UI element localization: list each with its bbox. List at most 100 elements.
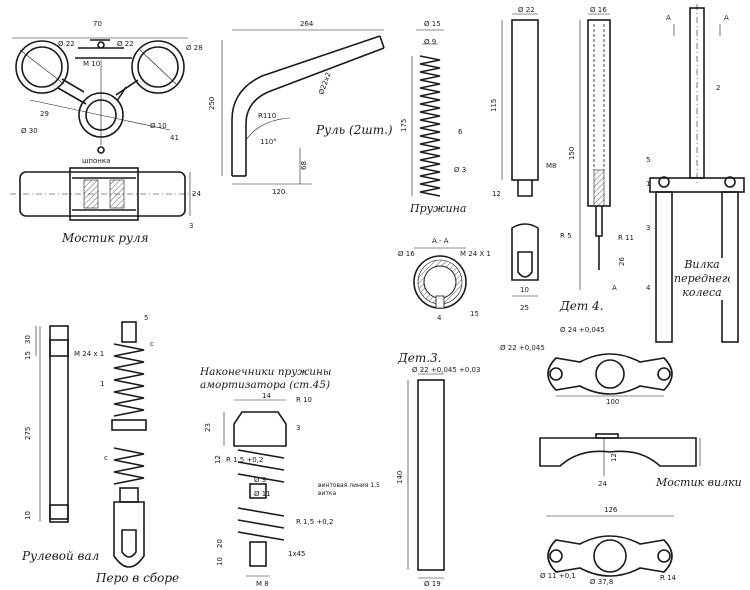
dim-126: 126: [604, 506, 618, 514]
dim-26: 26: [618, 257, 626, 266]
dim-r11: R 11: [618, 234, 634, 242]
dim-a: А: [612, 284, 617, 292]
fork-bridge-plan-drawing: [547, 353, 673, 397]
fork-leg-callout-c2: с: [104, 454, 108, 462]
dim-3: 3: [189, 222, 193, 230]
fork-leg-assembly-drawing: [111, 321, 147, 568]
dim-68: 68: [300, 161, 308, 170]
handlebar-bridge-side: [10, 167, 195, 221]
dim-24: 24: [192, 190, 201, 198]
dim-6: 6: [458, 128, 463, 136]
title-front-fork-box: Вилка переднего колеса: [674, 258, 730, 300]
label-screw-line: винтовая линия 1,5 витка: [318, 482, 380, 497]
spring-drawing: [411, 29, 444, 197]
part4-left-drawing: [501, 13, 539, 297]
dim-part4-phi16: Ø 16: [590, 6, 607, 14]
title-part4: Дет 4.: [559, 299, 604, 313]
dim-phi22x2: Ø22x2: [317, 71, 332, 95]
fork-mark-a-right: А: [724, 14, 729, 22]
dim-10: 10: [520, 286, 529, 294]
title-handlebar: Руль (2шт.): [315, 123, 393, 137]
fork-bridge-side-drawing: [539, 433, 701, 476]
dim-fb-phi22: Ø 22 +0,045: [500, 344, 545, 352]
part4-right-drawing: [579, 13, 611, 290]
dim-m8: M8: [546, 162, 557, 170]
dim-fb2-phi11: Ø 11 +0,1: [540, 572, 576, 580]
handlebar-bridge-plan: [12, 37, 188, 154]
dim-phi22-left: Ø 22: [58, 40, 75, 48]
dim-r15-lower: R 1,5 +0,2: [296, 518, 333, 526]
spring-tip-upper-drawing: [223, 399, 287, 499]
fork-leg-callout-1: 1: [100, 380, 104, 388]
dim-14: 14: [262, 392, 271, 400]
fork-leg-callout-5: 5: [144, 314, 148, 322]
dim-110deg: 110°: [260, 138, 277, 146]
dim-m24x1-shaft: M 24 x 1: [74, 350, 104, 358]
dim-fb-12: 12: [610, 453, 618, 462]
fork-bridge-bottom-drawing: [546, 515, 674, 577]
fork-callout-3: 3: [646, 224, 650, 232]
dim-phi10: Ø 10: [150, 122, 167, 130]
dim-41: 41: [170, 134, 179, 142]
dim-30: 30: [24, 335, 32, 344]
dim-m10: M 10: [83, 60, 100, 68]
dim-phi15: Ø 15: [424, 20, 441, 28]
title-fork-bridge: Мостик вилки: [655, 476, 742, 489]
dim-175: 175: [400, 119, 408, 132]
fork-callout-5: 5: [646, 156, 650, 164]
fork-callout-2: 2: [716, 84, 720, 92]
dim-100: 100: [606, 398, 619, 406]
dim-part-phi22: Ø 22: [518, 6, 535, 14]
dim-20: 20: [216, 539, 224, 548]
dim-264: 264: [300, 20, 314, 28]
dim-25: 25: [520, 304, 529, 312]
spring-tip-lower-drawing: [237, 507, 285, 577]
section-aa-drawing: [413, 247, 467, 309]
dim-29: 29: [40, 110, 49, 118]
label-screw-line-box: винтовая линия 1,5 витка: [318, 482, 380, 497]
dim-phi28: Ø 28: [186, 44, 203, 52]
dim-r15: R 1,5 +0,2: [226, 456, 263, 464]
steering-shaft-drawing: [35, 325, 69, 523]
dim-tip-m8: M 8: [256, 580, 269, 588]
title-front-fork: Вилка переднего колеса: [674, 258, 730, 300]
dim-r110: R110: [258, 112, 276, 120]
section-aa-title: А - А: [432, 237, 449, 245]
dim-15: 15: [470, 310, 479, 318]
dim-150: 150: [568, 147, 576, 160]
dim-70: 70: [93, 20, 102, 28]
dim-23: 23: [204, 423, 212, 432]
dim-part3-phi22: Ø 22 +0,045 +0,03: [412, 366, 480, 374]
fork-leg-callout-c1: с: [150, 340, 154, 348]
dim-tip-phi11: Ø 11: [254, 490, 271, 498]
dim-phi3: Ø 3: [454, 166, 466, 174]
dim-tip-10: 10: [216, 557, 224, 566]
dim-275: 275: [24, 427, 32, 440]
title-spring: Пружина: [409, 202, 466, 215]
dim-120: 120: [272, 188, 285, 196]
handlebar-drawing: [221, 29, 385, 185]
dim-4: 4: [437, 314, 442, 322]
dim-phi30: Ø 30: [21, 127, 38, 135]
dim-r10: R 10: [296, 396, 312, 404]
dim-tip-phi9: Ø 9: [254, 476, 266, 484]
fork-mark-a-left: А: [666, 14, 671, 22]
fork-callout-1: 1: [646, 180, 650, 188]
dim-fb-phi24: Ø 24 +0,045: [560, 326, 605, 334]
dim-1x45: 1x45: [288, 550, 306, 558]
dim-section-phi16: Ø 16: [398, 250, 415, 258]
dim-m24x1: M 24 X 1: [460, 250, 491, 258]
front-fork-drawing: [649, 4, 745, 343]
dim-sh-10: 10: [24, 511, 32, 520]
title-steering-shaft: Рулевой вал: [21, 549, 99, 563]
dim-tip-3: 3: [296, 424, 300, 432]
title-fork-leg-assembly: Перо в сборе: [95, 571, 179, 585]
dim-r14: R 14: [660, 574, 677, 582]
dim-fb-24: 24: [598, 480, 607, 488]
title-part3: Дет.3.: [397, 351, 442, 365]
title-handlebar-bridge: Мостик руля: [61, 231, 149, 245]
dim-250: 250: [208, 97, 216, 110]
dim-115: 115: [490, 99, 498, 112]
part3-drawing: [407, 373, 445, 579]
